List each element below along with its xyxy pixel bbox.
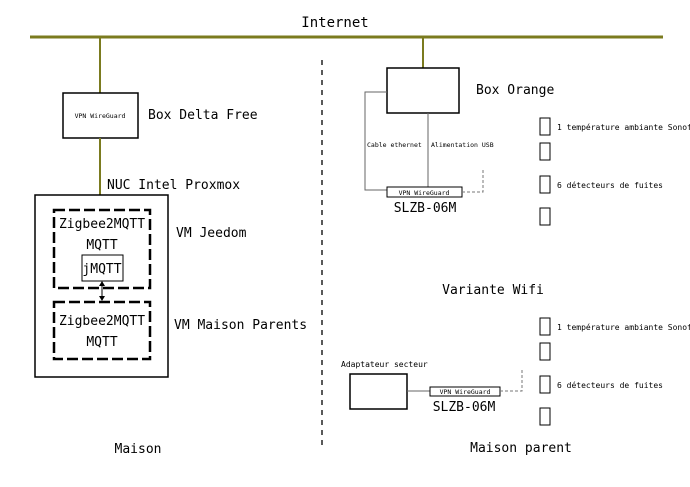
adaptateur-secteur-label: Adaptateur secteur xyxy=(341,360,428,369)
arrow-up-icon xyxy=(99,281,105,286)
arrow-down-icon xyxy=(99,296,105,301)
slzb2-label: SLZB-06M xyxy=(433,400,496,415)
jmqtt-box xyxy=(81,254,124,282)
vpn-wireguard-delta-box xyxy=(62,92,139,139)
vm-jeedom-label: VM Jeedom xyxy=(176,226,247,241)
box-orange-box xyxy=(386,67,460,114)
jmqtt-label: jMQTT xyxy=(82,262,121,277)
sensor-leak-2b xyxy=(539,375,551,394)
sensor-leak-1b xyxy=(539,175,551,194)
z2m-parents-label: Zigbee2MQTT xyxy=(59,314,145,329)
sensor-leak-1a xyxy=(539,142,551,161)
temp-sensor-1-label: 1 température ambiante Sonoff xyxy=(557,122,690,132)
maison-label: Maison xyxy=(115,442,162,457)
ethernet-wire xyxy=(364,91,390,191)
nuc-box xyxy=(34,194,169,378)
adaptateur-secteur-box xyxy=(349,373,408,410)
vpn-wireguard-slzb1-label: VPN WireGuard xyxy=(399,189,450,197)
leak-sensors-1-label: 6 détecteurs de fuites xyxy=(557,180,663,190)
nuc-label: NUC Intel Proxmox xyxy=(107,178,240,193)
cable-ethernet-label: Cable ethernet xyxy=(367,141,422,149)
vm-maison-parents-box xyxy=(52,300,152,361)
slzb1-label: SLZB-06M xyxy=(394,201,457,216)
vpn-wireguard-delta-label: VPN WireGuard xyxy=(75,112,126,120)
mqtt-parents-label: MQTT xyxy=(86,335,117,350)
sensor-temp-2 xyxy=(539,317,551,336)
sensor-leak-2c xyxy=(539,407,551,426)
sensor-temp-1 xyxy=(539,117,551,136)
sensor-leak-2a xyxy=(539,342,551,361)
alimentation-usb-label: Alimentation USB xyxy=(431,141,494,149)
slzb1-antenna xyxy=(462,170,484,193)
vm-maison-parents-label: VM Maison Parents xyxy=(174,318,307,333)
vpn-wireguard-slzb2-label: VPN WireGuard xyxy=(440,388,491,396)
slzb2-antenna xyxy=(500,368,523,392)
mqtt-jeedom-label: MQTT xyxy=(86,238,117,253)
vm-jeedom-box xyxy=(52,208,152,290)
box-orange-label: Box Orange xyxy=(476,83,554,98)
internet-label: Internet xyxy=(301,15,368,31)
box-delta-free-label: Box Delta Free xyxy=(148,108,258,123)
maison-parent-label: Maison parent xyxy=(470,441,572,456)
temp-sensor-2-label: 1 température ambiante Sonoff xyxy=(557,322,690,332)
z2m-jeedom-label: Zigbee2MQTT xyxy=(59,217,145,232)
sensor-leak-1c xyxy=(539,207,551,226)
leak-sensors-2-label: 6 détecteurs de fuites xyxy=(557,380,663,390)
variante-wifi-label: Variante Wifi xyxy=(442,283,544,298)
